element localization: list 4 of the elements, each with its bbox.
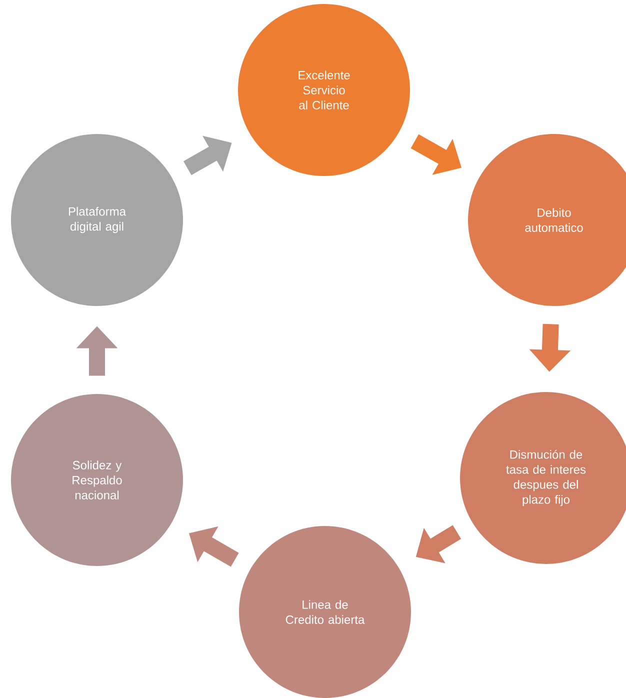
- circle-node: Excelente Servicio al Cliente: [238, 4, 410, 176]
- circle-node: Solidez y Respaldo nacional: [11, 394, 183, 566]
- circle-node: Plataforma digital agil: [11, 134, 183, 306]
- circle-node: Linea de Credito abierta: [239, 526, 411, 698]
